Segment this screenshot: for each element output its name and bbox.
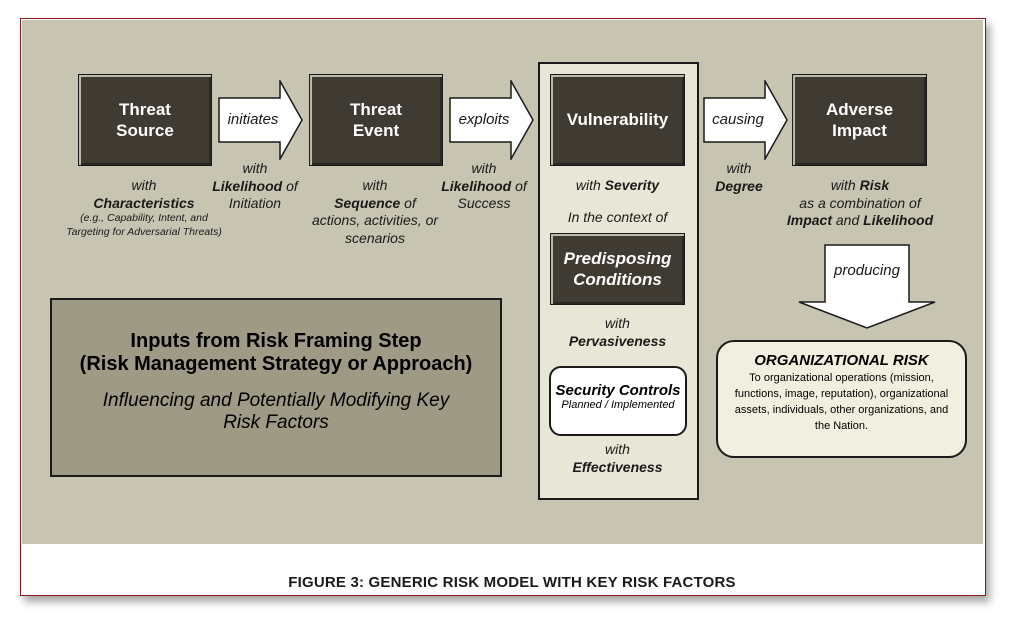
initiation-word: Initiation xyxy=(228,195,282,211)
inputs-subtitle-1: Influencing and Potentially Modifying Ke… xyxy=(102,390,450,411)
impact-text: Impact xyxy=(786,212,832,228)
severity-text: Severity xyxy=(604,177,660,193)
impact-caption: with Risk as a combination of Impact and… xyxy=(770,177,950,230)
degree-caption: with Degree xyxy=(703,160,775,195)
source-with: with xyxy=(131,177,157,193)
figure-caption: FIGURE 3: GENERIC RISK MODEL WITH KEY RI… xyxy=(288,574,736,591)
vulnerability-label: Vulnerability xyxy=(566,110,669,130)
characteristics-examples: (e.g., Capability, Intent, and Targeting… xyxy=(66,212,222,238)
exploits-arrow xyxy=(449,80,534,160)
initiates-label: initiates xyxy=(227,111,279,128)
risk-framing-inputs-box: Inputs from Risk Framing Step (Risk Mana… xyxy=(50,298,502,477)
sequence-rest: actions, activities, or scenarios xyxy=(311,212,439,246)
threat-event-box: Threat Event xyxy=(309,74,443,166)
adverse-impact-label: Adverse Impact xyxy=(825,99,894,140)
inputs-title-1: Inputs from Risk Framing Step xyxy=(130,330,422,352)
event-with: with xyxy=(362,177,388,193)
pervasiveness-caption: with Pervasiveness xyxy=(540,315,695,350)
initiation-with: with xyxy=(242,160,268,176)
vulnerability-box: Vulnerability xyxy=(550,74,685,166)
sequence-of: of xyxy=(404,194,416,211)
initiates-arrow xyxy=(218,80,303,160)
threat-source-box: Threat Source xyxy=(78,74,212,166)
likelihood-text: Likelihood xyxy=(863,212,934,228)
inputs-title-2: (Risk Management Strategy or Approach) xyxy=(79,353,473,375)
threat-event-caption: with Sequence of actions, activities, or… xyxy=(310,177,440,247)
sequence-text: Sequence xyxy=(334,194,401,211)
success-word: Success xyxy=(457,195,511,211)
initiation-of: of xyxy=(286,177,298,194)
severity-line: with Severity xyxy=(540,177,695,195)
risk-with: with xyxy=(830,177,856,193)
effectiveness-text: Effectiveness xyxy=(572,458,663,475)
threat-event-label: Threat Event xyxy=(350,99,402,140)
and-text: and xyxy=(835,212,860,228)
organizational-risk-body: To organizational operations (mission, f… xyxy=(734,372,949,432)
combination-text: as a combination of xyxy=(799,194,921,211)
initiation-caption: with Likelihood of Initiation xyxy=(205,160,305,213)
producing-arrow xyxy=(798,244,936,329)
degree-with: with xyxy=(726,160,752,176)
initiation-likelihood: Likelihood xyxy=(212,177,283,194)
predisposing-conditions-label: Predisposing Conditions xyxy=(563,248,672,289)
success-likelihood: Likelihood xyxy=(441,177,512,194)
producing-label: producing xyxy=(834,262,900,279)
effectiveness-caption: with Effectiveness xyxy=(540,441,695,476)
characteristics-text: Characteristics xyxy=(93,194,195,211)
threat-source-label: Threat Source xyxy=(116,99,174,140)
security-controls-box: Security Controls Planned / Implemented xyxy=(549,366,687,436)
success-of: of xyxy=(515,177,527,194)
causing-arrow xyxy=(703,80,788,160)
adverse-impact-box: Adverse Impact xyxy=(792,74,927,166)
pervasiveness-with: with xyxy=(605,315,630,331)
threat-source-caption: with Characteristics (e.g., Capability, … xyxy=(62,177,226,239)
effectiveness-with: with xyxy=(605,441,630,457)
organizational-risk-title: ORGANIZATIONAL RISK xyxy=(754,352,929,369)
severity-with: with xyxy=(575,177,601,193)
pervasiveness-text: Pervasiveness xyxy=(568,332,667,349)
exploits-label: exploits xyxy=(458,111,510,128)
risk-text: Risk xyxy=(859,177,890,193)
success-with: with xyxy=(471,160,497,176)
security-controls-sub: Planned / Implemented xyxy=(561,399,675,411)
organizational-risk-box: ORGANIZATIONAL RISK To organizational op… xyxy=(716,340,967,458)
degree-text: Degree xyxy=(715,177,763,194)
inputs-subtitle-2: Risk Factors xyxy=(223,412,329,433)
predisposing-conditions-box: Predisposing Conditions xyxy=(550,233,685,305)
security-controls-label: Security Controls xyxy=(555,382,681,399)
success-caption: with Likelihood of Success xyxy=(434,160,534,213)
causing-label: causing xyxy=(712,111,764,128)
context-text: In the context of xyxy=(567,209,668,225)
